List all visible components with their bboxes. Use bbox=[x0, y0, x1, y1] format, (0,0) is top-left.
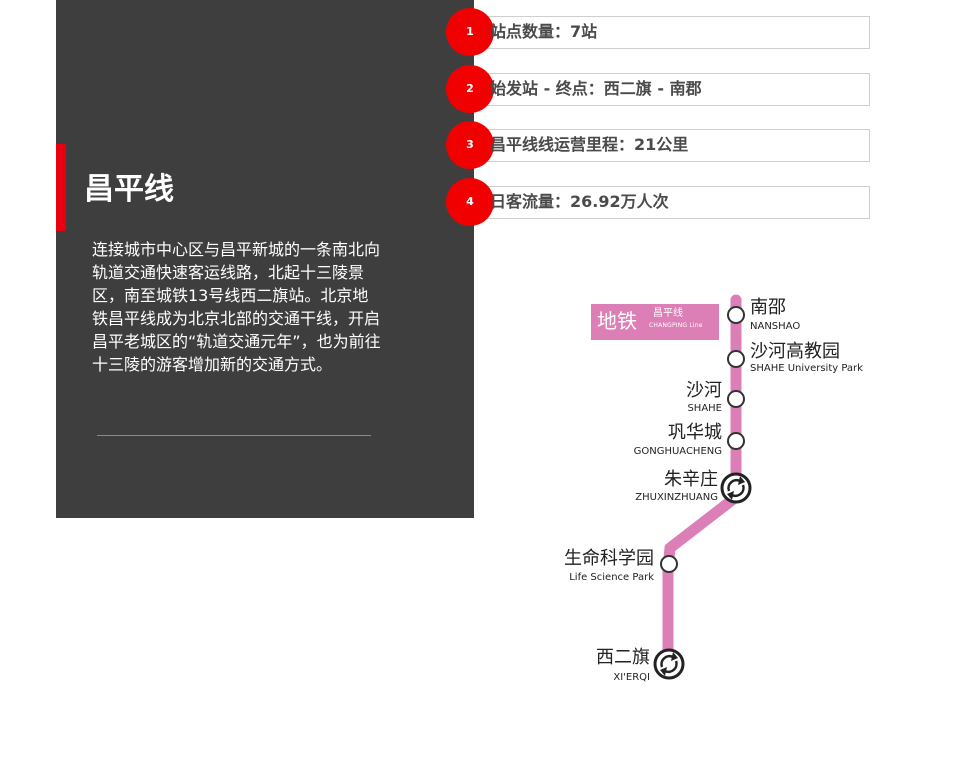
badge-line-name: 昌平线 bbox=[653, 308, 683, 319]
badge-subway-text: 地铁 bbox=[597, 309, 637, 333]
station-label-en: Life Science Park bbox=[569, 572, 654, 583]
line-map-graphic bbox=[653, 294, 752, 680]
stat-text: 始发站 - 终点：西二旗 - 南郡 bbox=[490, 79, 702, 98]
stat-row-ridership: 4 日客流量：26.92万人次 bbox=[446, 178, 870, 226]
title-accent-bar bbox=[56, 144, 66, 231]
stat-text: 站点数量：7站 bbox=[490, 22, 598, 41]
stat-row-stations: 1 站点数量：7站 bbox=[446, 8, 870, 56]
station-marker-shahe bbox=[727, 390, 745, 408]
panel-divider bbox=[97, 435, 371, 436]
station-label-en: ZHUXINZHUANG bbox=[635, 492, 718, 503]
stat-box bbox=[470, 16, 870, 49]
line-info-panel bbox=[56, 0, 474, 518]
station-marker-life-science-park bbox=[660, 555, 678, 573]
stat-row-mileage: 3 昌平线线运营里程：21公里 bbox=[446, 121, 870, 169]
stat-number-badge: 4 bbox=[446, 178, 494, 226]
stat-text: 昌平线线运营里程：21公里 bbox=[490, 135, 689, 154]
stat-box bbox=[470, 73, 870, 106]
station-marker-shahe-university-park bbox=[727, 350, 745, 368]
stat-box bbox=[470, 129, 870, 162]
station-label-en: XI'ERQI bbox=[613, 672, 650, 683]
station-marker-nanshao bbox=[727, 306, 745, 324]
badge-line-en: CHANGPING Line bbox=[649, 322, 703, 329]
transfer-icon bbox=[653, 648, 685, 680]
line-map: 地铁 昌平线 CHANGPING Line 南邵 NANSHAO 沙河高教园 S… bbox=[540, 290, 940, 710]
line-description: 连接城市中心区与昌平新城的一条南北向轨道交通快速客运线路，北起十三陵景区，南至城… bbox=[92, 240, 381, 374]
station-label-en: SHAHE bbox=[687, 403, 722, 414]
stat-row-terminals: 2 始发站 - 终点：西二旗 - 南郡 bbox=[446, 65, 870, 113]
station-label-en: SHAHE University Park bbox=[750, 363, 863, 374]
station-label-cn: 沙河高教园 bbox=[750, 341, 840, 362]
stat-number-badge: 1 bbox=[446, 8, 494, 56]
line-title: 昌平线 bbox=[84, 172, 174, 207]
station-marker-gonghuacheng bbox=[727, 432, 745, 450]
stat-number-badge: 2 bbox=[446, 65, 494, 113]
station-label-cn: 沙河 bbox=[686, 380, 722, 401]
station-label-cn: 朱辛庄 bbox=[664, 469, 718, 490]
stat-box bbox=[470, 186, 870, 219]
station-label-cn: 南邵 bbox=[750, 297, 786, 318]
stat-text: 日客流量：26.92万人次 bbox=[490, 192, 669, 211]
station-label-cn: 西二旗 bbox=[596, 647, 650, 668]
station-label-en: GONGHUACHENG bbox=[633, 446, 722, 457]
stat-number-badge: 3 bbox=[446, 121, 494, 169]
station-label-en: NANSHAO bbox=[750, 321, 801, 332]
station-label-cn: 巩华城 bbox=[668, 422, 722, 443]
subway-line-badge: 地铁 昌平线 CHANGPING Line bbox=[591, 304, 719, 340]
station-label-cn: 生命科学园 bbox=[564, 548, 654, 569]
transfer-icon bbox=[720, 472, 752, 504]
